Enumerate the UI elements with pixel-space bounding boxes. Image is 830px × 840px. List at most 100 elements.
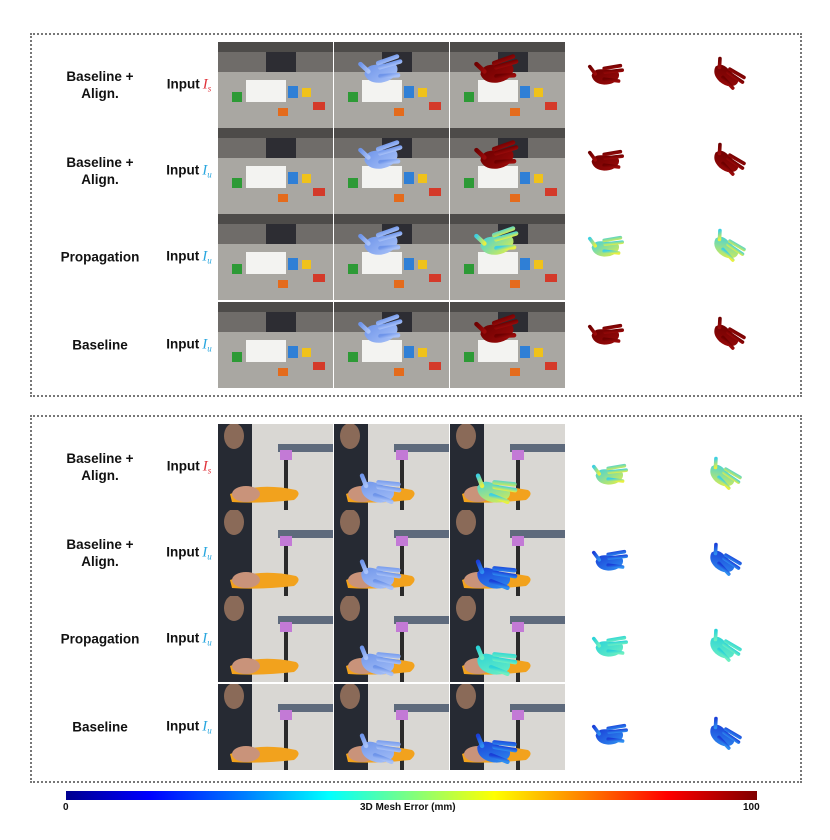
prediction-overlay [450,424,565,510]
ground-truth-overlay [334,510,449,596]
method-name-line2: Align. [81,86,119,101]
input-image [218,510,333,596]
ground-truth-overlay [334,128,449,214]
method-name-line1: Baseline [72,719,128,735]
colorbar-min-label: 0 [63,802,69,813]
predicted-mesh-view-side [704,716,742,750]
input-word: Input [166,248,200,264]
predicted-mesh-view-front [592,635,628,662]
input-symbol: I [202,544,208,561]
predicted-mesh-view-front [592,549,628,576]
predicted-mesh-view-front [588,235,624,262]
input-symbol: I [202,336,208,353]
input-subscript: u [207,343,212,354]
input-subscript: s [207,465,212,476]
method-label: Propagation [40,249,160,266]
prediction-overlay [450,128,565,214]
input-image [218,128,333,214]
predicted-mesh-view-side [704,456,742,490]
input-symbol: I [202,630,208,647]
prediction-overlay [450,510,565,596]
input-word: Input [166,162,200,178]
method-name-line2: Align. [81,172,119,187]
input-word: Input [166,630,200,646]
input-subscript: u [207,169,212,180]
predicted-mesh-view-front [588,63,624,90]
predicted-mesh-view-front [588,323,624,350]
predicted-mesh-view-front [588,149,624,176]
prediction-overlay [450,302,565,388]
predicted-mesh-view-side [708,316,746,350]
predicted-mesh-view-side [708,142,746,176]
prediction-overlay [450,596,565,682]
ground-truth-overlay [334,684,449,770]
prediction-overlay [450,214,565,300]
input-subscript: u [207,637,212,648]
input-word: Input [166,544,200,560]
input-word: Input [166,458,200,474]
method-name-line1: Baseline [72,337,128,353]
method-name-line2: Align. [81,554,119,569]
input-symbol: I [202,458,208,475]
predicted-mesh-view-front [592,723,628,750]
method-name-line1: Baseline + [66,537,134,552]
input-word: Input [166,76,200,92]
ground-truth-overlay [334,596,449,682]
input-image [218,596,333,682]
colorbar-max-label: 100 [743,802,760,813]
input-symbol: I [202,76,208,93]
method-label: Baseline +Align. [40,450,160,484]
colorbar-title: 3D Mesh Error (mm) [360,802,456,813]
method-label: Propagation [40,631,160,648]
input-symbol: I [202,718,208,735]
method-label: Baseline + Align. [40,68,160,102]
input-image [218,424,333,510]
input-symbol: I [202,162,208,179]
ground-truth-overlay [334,424,449,510]
input-image [218,302,333,388]
input-subscript: s [207,83,212,94]
prediction-overlay [450,42,565,128]
method-label: Baseline + Align. [40,536,160,570]
input-subscript: u [207,551,212,562]
prediction-overlay [450,684,565,770]
input-image [218,42,333,128]
predicted-mesh-view-front [592,463,628,490]
ground-truth-overlay [334,42,449,128]
input-image [218,214,333,300]
ground-truth-overlay [334,302,449,388]
predicted-mesh-view-side [708,228,746,262]
method-name-line2: Align. [81,468,119,483]
method-name-line1: Baseline + [66,69,134,84]
predicted-mesh-view-side [704,542,742,576]
error-colorbar [66,791,757,800]
method-label: Baseline + Align. [40,154,160,188]
method-label: Baseline [40,337,160,354]
ground-truth-overlay [334,214,449,300]
input-subscript: u [207,255,212,266]
predicted-mesh-view-side [704,628,742,662]
method-name-line1: Propagation [60,631,140,647]
method-name-line1: Baseline + [66,155,134,170]
input-word: Input [166,336,200,352]
input-image [218,684,333,770]
input-symbol: I [202,248,208,265]
predicted-mesh-view-side [708,56,746,90]
input-word: Input [166,718,200,734]
